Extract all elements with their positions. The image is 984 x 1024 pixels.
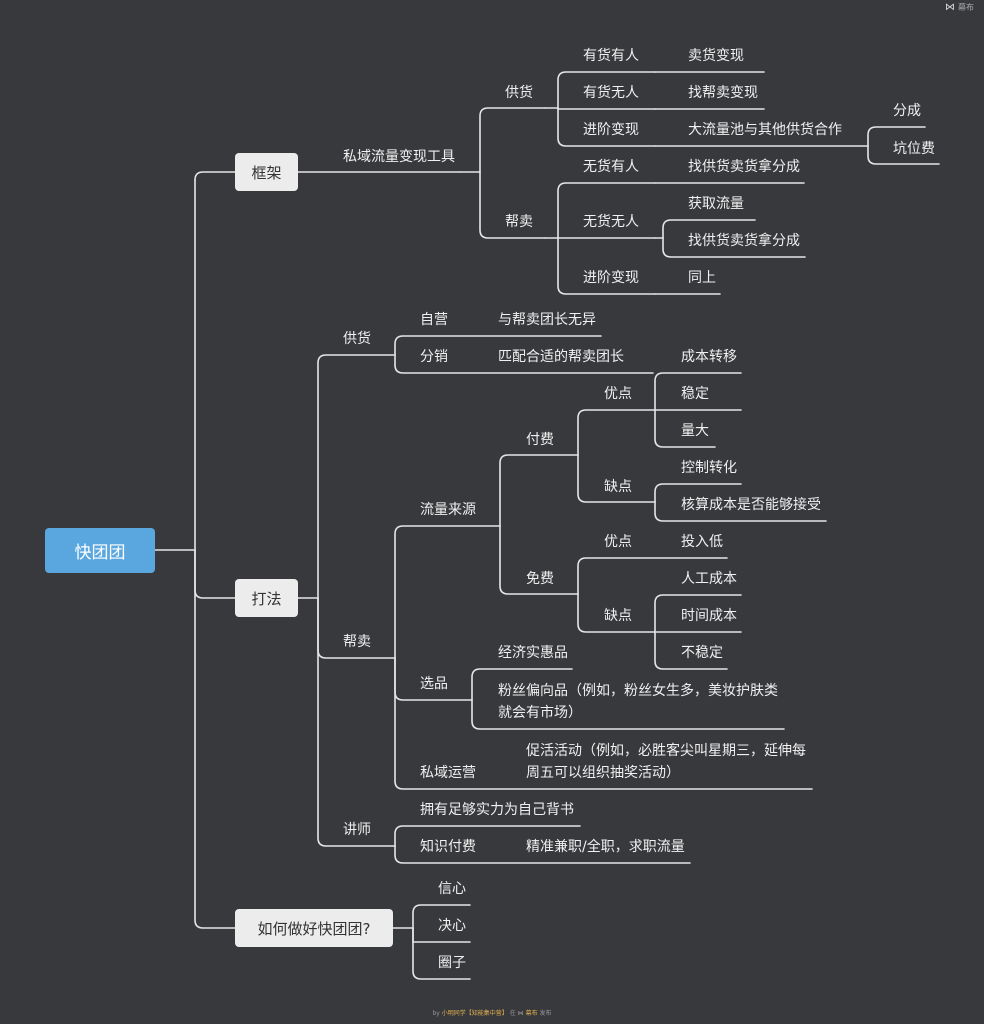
node-whyr[interactable]: 无货有人 [583, 159, 639, 175]
node-whwr-child-1[interactable]: 获取流量 [688, 196, 744, 212]
node-ziying[interactable]: 自营 [420, 312, 448, 328]
node-youdian-1[interactable]: 优点 [604, 386, 632, 402]
footer-credit: by 小明同学【知能集中营】 在 ⋈ 幕布 发布 [0, 1008, 984, 1017]
node-syyy[interactable]: 私域运营 [420, 765, 476, 781]
node-zsff-child[interactable]: 精准兼职/全职，求职流量 [526, 839, 685, 855]
node-jjbx-1-child[interactable]: 大流量池与其他供货合作 [688, 122, 842, 138]
node-dafa[interactable]: 打法 [235, 579, 298, 617]
node-juexin[interactable]: 决心 [438, 918, 466, 934]
node-gonghuo-1[interactable]: 供货 [505, 85, 533, 101]
node-bangmai-2[interactable]: 帮卖 [343, 634, 371, 650]
node-kzzh[interactable]: 控制转化 [681, 460, 737, 476]
brand-logo: ⋈ 幕布 [945, 2, 974, 13]
footer-by: by [432, 1010, 440, 1017]
root-node[interactable]: 快团团 [45, 528, 155, 573]
brand-label: 幕布 [958, 3, 974, 12]
node-rgcb[interactable]: 人工成本 [681, 571, 737, 587]
node-quanzi[interactable]: 圈子 [438, 955, 466, 971]
footer-logo-icon: ⋈ [517, 1010, 524, 1017]
node-yhwr-child[interactable]: 找帮卖变现 [688, 85, 758, 101]
node-bangmai-1[interactable]: 帮卖 [505, 214, 533, 230]
node-whyr-child[interactable]: 找供货卖货拿分成 [688, 159, 800, 175]
footer-publish: 发布 [539, 1010, 552, 1017]
node-hscb[interactable]: 核算成本是否能够接受 [681, 497, 821, 513]
node-yysl[interactable]: 拥有足够实力为自己背书 [420, 802, 574, 818]
node-mianfei[interactable]: 免费 [526, 571, 554, 587]
node-fspx[interactable]: 粉丝偏向品（例如，粉丝女生多，美妆护肤类就会有市场） [498, 683, 778, 721]
node-ruhe[interactable]: 如何做好快团团? [235, 909, 393, 947]
node-quedian-2[interactable]: 缺点 [604, 608, 632, 624]
node-fufei[interactable]: 付费 [526, 432, 554, 448]
node-liangda[interactable]: 量大 [681, 423, 709, 439]
node-kengweifei[interactable]: 坑位费 [893, 141, 935, 157]
node-xinxin[interactable]: 信心 [438, 881, 466, 897]
node-wending[interactable]: 稳定 [681, 386, 709, 402]
node-liuliang[interactable]: 流量来源 [420, 502, 476, 518]
node-yhyr[interactable]: 有货有人 [583, 48, 639, 64]
node-ziying-child[interactable]: 与帮卖团长无异 [498, 312, 596, 328]
node-jjbx-2[interactable]: 进阶变现 [583, 270, 639, 286]
node-chd[interactable]: 促活活动（例如，必胜客尖叫星期三，延伸每周五可以组织抽奖活动） [526, 743, 806, 781]
node-whwr-child-2[interactable]: 找供货卖货拿分成 [688, 233, 800, 249]
node-bwd[interactable]: 不稳定 [681, 645, 723, 661]
node-fenxiao[interactable]: 分销 [420, 349, 448, 365]
node-cbzy[interactable]: 成本转移 [681, 349, 737, 365]
node-jjbx-1[interactable]: 进阶变现 [583, 122, 639, 138]
node-zsff[interactable]: 知识付费 [420, 839, 476, 855]
node-xuanpin[interactable]: 选品 [420, 676, 448, 692]
node-sjcb[interactable]: 时间成本 [681, 608, 737, 624]
node-fenxiao-child[interactable]: 匹配合适的帮卖团长 [498, 349, 624, 365]
node-yhwr[interactable]: 有货无人 [583, 85, 639, 101]
node-kuangjia[interactable]: 框架 [235, 153, 298, 191]
node-yhyr-child[interactable]: 卖货变现 [688, 48, 744, 64]
node-jjbx-2-child[interactable]: 同上 [688, 270, 716, 286]
node-jiangshi[interactable]: 讲师 [343, 822, 371, 838]
node-jjsh[interactable]: 经济实惠品 [498, 645, 568, 661]
node-youdian-2[interactable]: 优点 [604, 534, 632, 550]
node-trd[interactable]: 投入低 [681, 534, 723, 550]
footer-via: 在 [509, 1010, 516, 1017]
footer-author[interactable]: 小明同学【知能集中营】 [441, 1010, 508, 1017]
node-whwr[interactable]: 无货无人 [583, 214, 639, 230]
footer-brand[interactable]: 幕布 [525, 1010, 538, 1017]
node-siyu-tool[interactable]: 私域流量变现工具 [343, 149, 455, 165]
mindmap-logo-icon: ⋈ [945, 2, 955, 13]
node-quedian-1[interactable]: 缺点 [604, 479, 632, 495]
node-gonghuo-2[interactable]: 供货 [343, 331, 371, 347]
node-fencheng[interactable]: 分成 [893, 103, 921, 119]
